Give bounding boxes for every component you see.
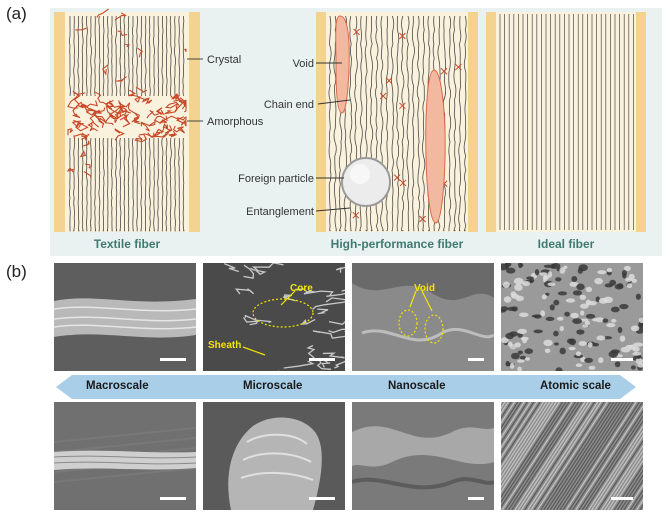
callout-chain-end: Chain end bbox=[264, 99, 314, 111]
callout-entanglement: Entanglement bbox=[246, 206, 314, 218]
callout-void: Void bbox=[293, 58, 314, 70]
caption-textile-fiber: Textile fiber bbox=[94, 237, 161, 251]
annotation-void: Void bbox=[414, 283, 435, 294]
void-small bbox=[335, 15, 350, 114]
sem-microscale-bottom bbox=[203, 402, 345, 510]
sem-macroscale-bottom bbox=[54, 402, 196, 510]
fiber-structure-diagram: Crystal Amorphous Void Chain end Foreign… bbox=[50, 8, 662, 256]
ideal-fiber bbox=[486, 12, 646, 232]
tem-atomic-scale-top bbox=[501, 263, 643, 371]
panel-b-label: (b) bbox=[6, 262, 27, 281]
caption-ideal-fiber: Ideal fiber bbox=[538, 237, 595, 251]
callout-lines bbox=[187, 58, 351, 212]
callout-amorphous: Amorphous bbox=[207, 116, 264, 128]
caption-high-performance-fiber: High-performance fiber bbox=[331, 237, 464, 251]
sem-macroscale-top bbox=[54, 263, 196, 371]
annotation-core: Core bbox=[290, 283, 313, 294]
callout-foreign-particle: Foreign particle bbox=[238, 173, 314, 185]
void-large bbox=[425, 69, 446, 224]
textile-crystal-chains bbox=[69, 15, 185, 232]
sem-nanoscale-bottom bbox=[352, 402, 494, 510]
tem-atomic-scale-bottom bbox=[501, 402, 643, 510]
scale-label-nanoscale: Nanoscale bbox=[388, 380, 446, 392]
textile-fiber bbox=[54, 8, 200, 232]
high-performance-fiber bbox=[316, 12, 478, 232]
scale-label-atomic-scale: Atomic scale bbox=[540, 380, 611, 392]
callout-crystal: Crystal bbox=[207, 54, 241, 66]
annotation-sheath: Sheath bbox=[208, 340, 242, 351]
sem-microscale-top bbox=[203, 263, 345, 371]
sem-nanoscale-top bbox=[352, 263, 494, 371]
scale-label-macroscale: Macroscale bbox=[86, 380, 149, 392]
ideal-fiber-chains bbox=[499, 14, 634, 230]
scale-label-microscale: Microscale bbox=[243, 380, 303, 392]
scale-arrow bbox=[56, 375, 636, 399]
panel-a-label: (a) bbox=[6, 4, 27, 23]
textile-amorphous-chains bbox=[66, 8, 187, 179]
